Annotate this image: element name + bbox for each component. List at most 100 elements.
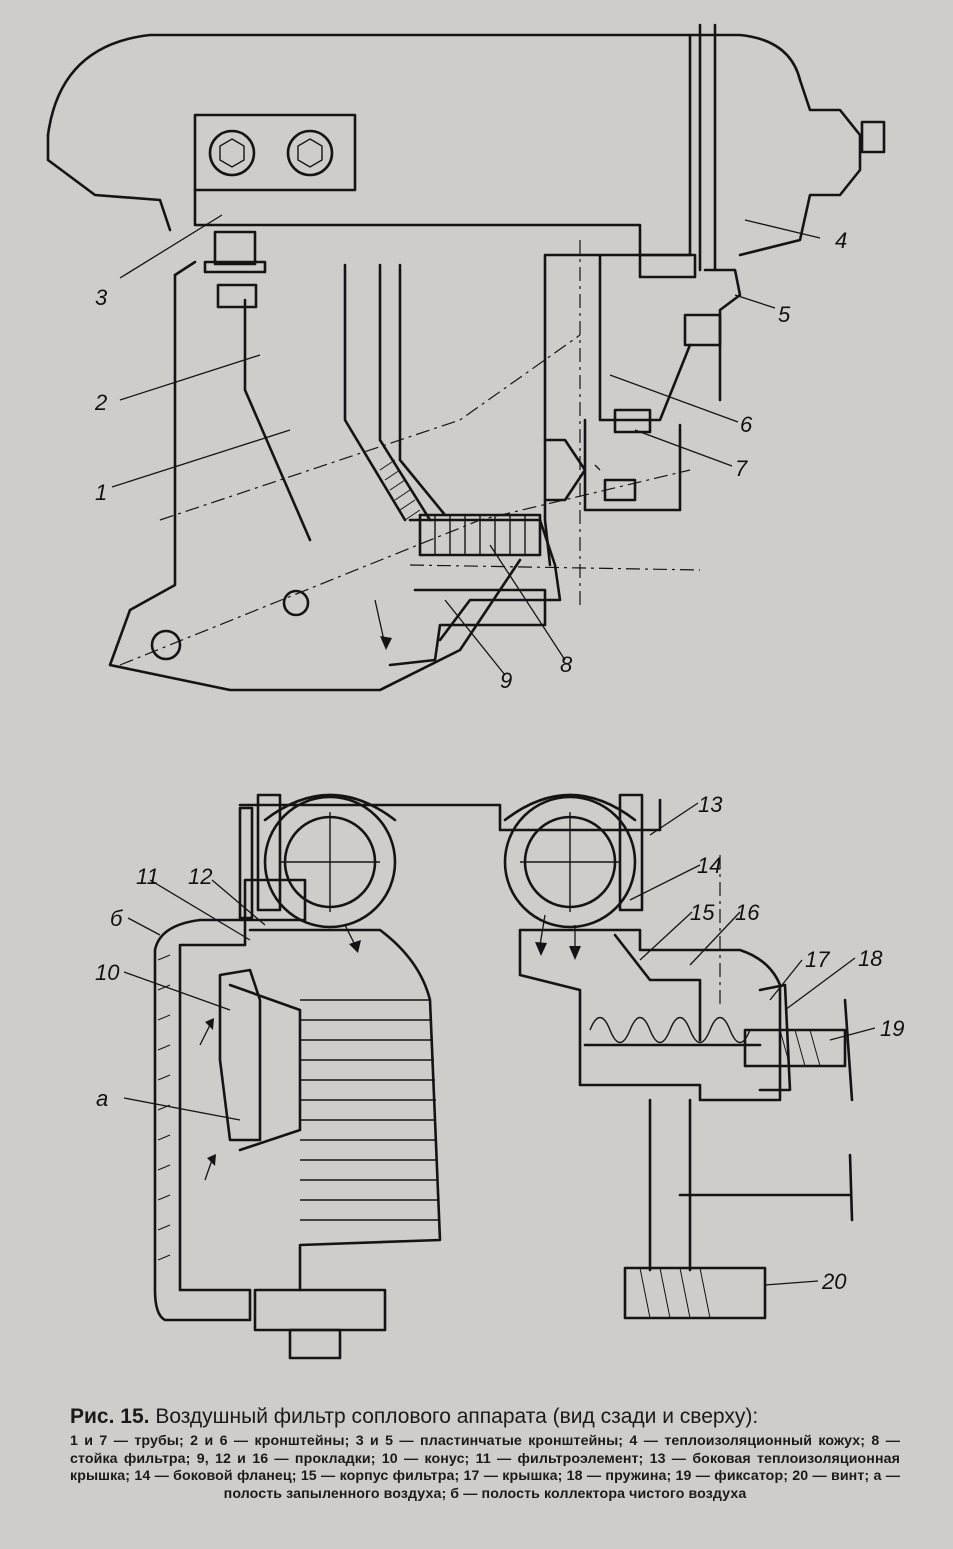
filter-element-11 <box>248 928 442 1292</box>
bolt-head-left <box>208 129 256 177</box>
bracket-plate-5 <box>703 268 742 402</box>
label-3: 3 <box>95 285 108 310</box>
caption-legend: 1 и 7 — трубы; 2 и 6 — кронштейны; 3 и 5… <box>70 1433 900 1502</box>
screw-20-head <box>623 1266 767 1320</box>
nut-6 <box>683 313 722 347</box>
label-a: а <box>96 1086 108 1111</box>
bracket-plate-3 <box>193 188 642 257</box>
cover-13-right <box>503 795 637 929</box>
cover-flange <box>698 23 717 272</box>
bolt-hex-right <box>297 138 323 168</box>
leader-lines <box>111 214 876 1286</box>
nut-3b <box>216 283 258 309</box>
gasket-9 <box>388 588 547 667</box>
cone-10 <box>218 968 262 1142</box>
label-14: 14 <box>697 853 721 878</box>
bolt-top-right <box>618 793 644 912</box>
bracket-2-top <box>173 260 197 277</box>
flow-arrow-3 <box>539 914 546 946</box>
label-19: 19 <box>880 1016 904 1041</box>
spring-18 <box>589 1016 751 1044</box>
label-7: 7 <box>735 456 748 481</box>
nut-5 <box>638 253 697 279</box>
tube-7 <box>583 418 682 512</box>
part-labels: 3 2 1 4 5 6 7 8 9 13 14 15 16 17 18 19 2… <box>94 228 904 1294</box>
centre-cross-left <box>280 812 380 912</box>
fitting <box>860 120 886 154</box>
collector-cavity-b <box>153 918 252 1322</box>
tube-7-collar <box>543 438 587 502</box>
screw-handle <box>848 1153 854 1222</box>
caption-title: Воздушный фильтр соплового аппарата (вид… <box>155 1405 759 1428</box>
latch-19 <box>743 1028 847 1068</box>
collector-hatch <box>157 954 171 1261</box>
upper-view <box>46 23 886 692</box>
hole-upper <box>282 589 310 617</box>
label-4: 4 <box>835 228 847 253</box>
housing-left-edge <box>46 133 172 232</box>
lower-view <box>153 793 854 1360</box>
fins <box>434 515 526 555</box>
label-2: 2 <box>94 390 107 415</box>
cover-13-left <box>263 795 397 929</box>
tube-1-inner2 <box>378 263 432 522</box>
screw-20-shaft <box>648 1098 692 1272</box>
label-18: 18 <box>858 946 883 971</box>
hole-lower <box>150 629 182 661</box>
caption-title-line: Рис. 15. Воздушный фильтр соплового аппа… <box>70 1404 900 1430</box>
filter-pleats <box>300 999 439 1221</box>
label-10: 10 <box>95 960 120 985</box>
screw-thread <box>639 1267 711 1319</box>
axis-horizontal <box>409 564 701 571</box>
label-b: б <box>110 906 124 931</box>
label-5: 5 <box>778 302 791 327</box>
wall-hatch <box>379 459 421 521</box>
label-1: 1 <box>95 480 107 505</box>
gasket-12 <box>243 878 307 922</box>
bolt-top-left <box>256 793 282 912</box>
latch-handle <box>843 998 854 1102</box>
tube-1-inner <box>343 263 407 522</box>
latch-thread <box>779 1029 821 1067</box>
axis-oblique-2 <box>159 334 581 521</box>
caption-number: Рис. 15. <box>70 1405 150 1428</box>
frame-top <box>238 798 662 832</box>
flow-arrow-1 <box>199 1024 211 1046</box>
cover-17 <box>758 983 792 1092</box>
label-15: 15 <box>690 900 715 925</box>
bolt-hex-left <box>219 138 245 168</box>
washer-3 <box>203 260 267 274</box>
flow-arrow-5 <box>344 924 356 946</box>
bottom-flange <box>253 1288 387 1332</box>
label-12: 12 <box>188 864 212 889</box>
bolt-head-right <box>286 129 334 177</box>
label-13: 13 <box>698 792 723 817</box>
bolt-block <box>193 113 357 192</box>
label-8: 8 <box>560 652 573 677</box>
axis-oblique <box>119 469 691 666</box>
label-20: 20 <box>821 1269 847 1294</box>
housing-outline <box>46 33 692 567</box>
label-6: 6 <box>740 412 753 437</box>
filter-stand-8 <box>408 518 562 642</box>
nut-7 <box>603 478 637 502</box>
bracket-6 <box>598 253 692 422</box>
nut-3 <box>213 230 257 266</box>
nut-7b <box>613 408 652 434</box>
cone-inner <box>228 983 302 1152</box>
flow-arrow-2 <box>204 1159 213 1181</box>
label-11: 11 <box>136 864 159 889</box>
flange-14 <box>613 933 702 1042</box>
bottom-bolt <box>288 1328 342 1360</box>
tube-1-outer <box>243 298 312 542</box>
figure-caption: Рис. 15. Воздушный фильтр соплового аппа… <box>70 1404 900 1503</box>
label-17: 17 <box>805 947 830 972</box>
centre-cross-right <box>520 812 620 912</box>
bracket-2 <box>108 273 522 692</box>
technical-drawing: 3 2 1 4 5 6 7 8 9 13 14 15 16 17 18 19 2… <box>46 23 904 1360</box>
insulating-cover-4 <box>688 33 862 257</box>
label-9: 9 <box>500 668 512 693</box>
label-16: 16 <box>735 900 760 925</box>
filter-housing-15 <box>518 928 782 1102</box>
